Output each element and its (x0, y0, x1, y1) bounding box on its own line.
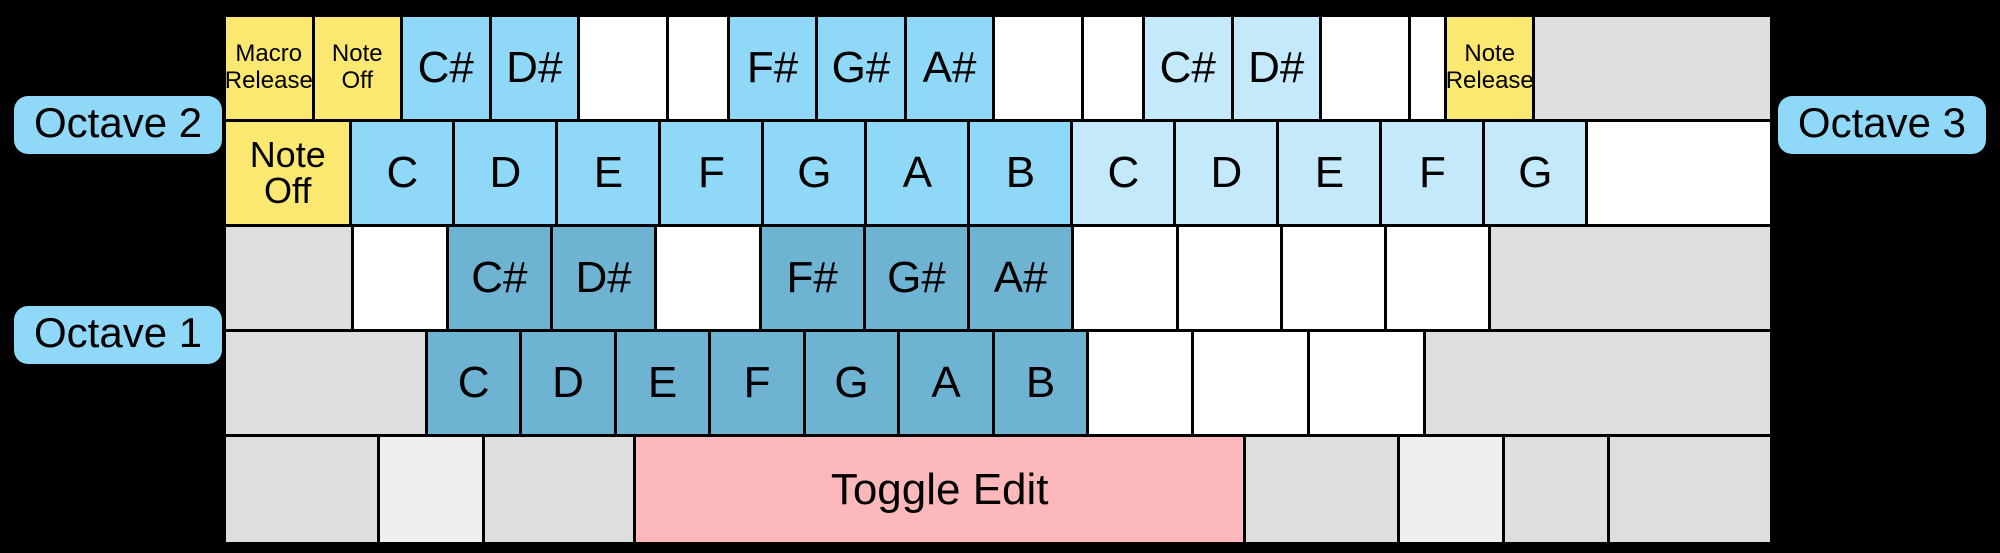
key-blank-r5c1 (226, 437, 381, 542)
key-d-r2c10[interactable]: D (1176, 122, 1280, 227)
key-b-r4c8[interactable]: B (994, 332, 1090, 437)
key-e-r2c4[interactable]: E (558, 122, 662, 227)
key-blank-r3c2 (353, 227, 449, 332)
key-g-sharp-r3c7[interactable]: G# (865, 227, 971, 332)
key-blank-r5c3 (484, 437, 637, 542)
key-toggle-edit-r5c4[interactable]: Toggle Edit (636, 437, 1246, 542)
key-d-r4c3[interactable]: D (522, 332, 617, 437)
key-c-r4c2[interactable]: C (427, 332, 523, 437)
key-blank-r1c11 (1083, 17, 1145, 122)
key-note-off-r2c1[interactable]: Note Off (226, 122, 353, 227)
key-blank-r1c6 (668, 17, 730, 122)
key-g-r4c6[interactable]: G (805, 332, 901, 437)
key-blank-r3c5 (657, 227, 762, 332)
key-c-sharp-r1c12[interactable]: C# (1144, 17, 1234, 122)
key-e-r2c11[interactable]: E (1279, 122, 1383, 227)
key-note-release-r1c16[interactable]: Note Release (1446, 17, 1536, 122)
octave-2-label: Octave 2 (14, 96, 223, 154)
key-blank-r4c12 (1426, 332, 1770, 437)
key-blank-r1c10 (995, 17, 1084, 122)
key-blank-r5c8 (1609, 437, 1770, 542)
key-blank-r4c10 (1194, 332, 1311, 437)
row-black-octave1: C#D# F#G#A# (226, 227, 1770, 332)
key-macro-release-r1c1[interactable]: Macro Release (226, 17, 315, 122)
key-blank-r3c12 (1387, 227, 1492, 332)
key-d-r2c3[interactable]: D (455, 122, 559, 227)
octave-3-label: Octave 3 (1777, 96, 1986, 154)
key-g-r2c13[interactable]: G (1485, 122, 1589, 227)
key-c-sharp-r3c3[interactable]: C# (448, 227, 554, 332)
key-blank-r1c17 (1535, 17, 1770, 122)
key-b-r2c8[interactable]: B (970, 122, 1074, 227)
key-blank-r4c1 (226, 332, 428, 437)
key-a-r4c7[interactable]: A (900, 332, 995, 437)
key-blank-r4c11 (1310, 332, 1427, 437)
key-blank-r1c5 (580, 17, 669, 122)
key-a-r2c7[interactable]: A (867, 122, 971, 227)
key-c-r2c2[interactable]: C (352, 122, 456, 227)
key-blank-r3c9 (1074, 227, 1179, 332)
key-g-r2c6[interactable]: G (764, 122, 868, 227)
key-a-sharp-r1c9[interactable]: A# (906, 17, 996, 122)
key-d-sharp-r3c4[interactable]: D# (553, 227, 658, 332)
key-note-off-r1c2[interactable]: Note Off (314, 17, 404, 122)
key-f-sharp-r3c6[interactable]: F# (761, 227, 866, 332)
key-c-sharp-r1c3[interactable]: C# (403, 17, 492, 122)
key-d-sharp-r1c13[interactable]: D# (1233, 17, 1323, 122)
key-f-r2c12[interactable]: F (1382, 122, 1486, 227)
key-blank-r5c7 (1504, 437, 1610, 542)
row-bottom-modifiers: Toggle Edit (226, 437, 1770, 542)
key-e-r4c4[interactable]: E (616, 332, 712, 437)
key-g-sharp-r1c8[interactable]: G# (818, 17, 907, 122)
key-blank-r3c11 (1282, 227, 1388, 332)
key-blank-r5c5 (1246, 437, 1401, 542)
key-f-r2c5[interactable]: F (661, 122, 765, 227)
key-blank-r1c15 (1410, 17, 1447, 122)
key-blank-r3c10 (1178, 227, 1283, 332)
key-a-sharp-r3c8[interactable]: A# (970, 227, 1075, 332)
key-c-r2c9[interactable]: C (1073, 122, 1177, 227)
key-f-sharp-r1c7[interactable]: F# (729, 17, 819, 122)
key-f-r4c5[interactable]: F (711, 332, 806, 437)
key-blank-r3c1 (226, 227, 354, 332)
key-blank-r2c14 (1588, 122, 1770, 227)
key-blank-r5c2 (380, 437, 485, 542)
octave-1-label: Octave 1 (14, 306, 223, 364)
key-blank-r5c6 (1400, 437, 1505, 542)
key-d-sharp-r1c4[interactable]: D# (491, 17, 581, 122)
key-blank-r3c13 (1491, 227, 1770, 332)
key-blank-r1c14 (1322, 17, 1411, 122)
key-blank-r4c9 (1089, 332, 1195, 437)
